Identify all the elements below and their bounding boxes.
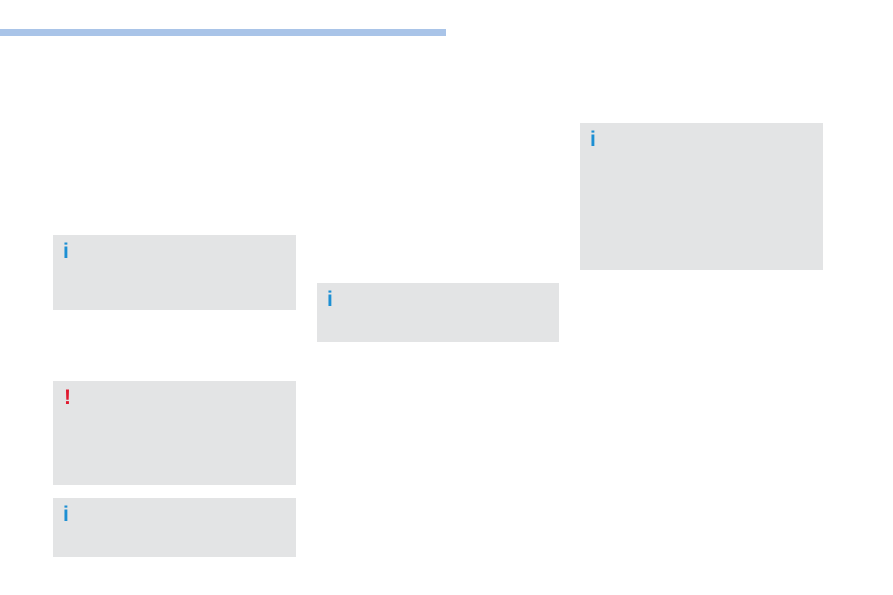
header-rule	[0, 29, 446, 36]
info-note-box: i	[580, 123, 823, 270]
info-icon: i	[63, 503, 69, 526]
info-icon: i	[327, 288, 333, 311]
warning-icon: !	[64, 386, 71, 409]
info-note-box: i	[53, 498, 296, 557]
warning-note-box: !	[53, 381, 296, 485]
info-note-box: i	[317, 283, 559, 342]
info-note-box: i	[53, 235, 296, 310]
info-icon: i	[63, 240, 69, 263]
info-icon: i	[590, 128, 596, 151]
